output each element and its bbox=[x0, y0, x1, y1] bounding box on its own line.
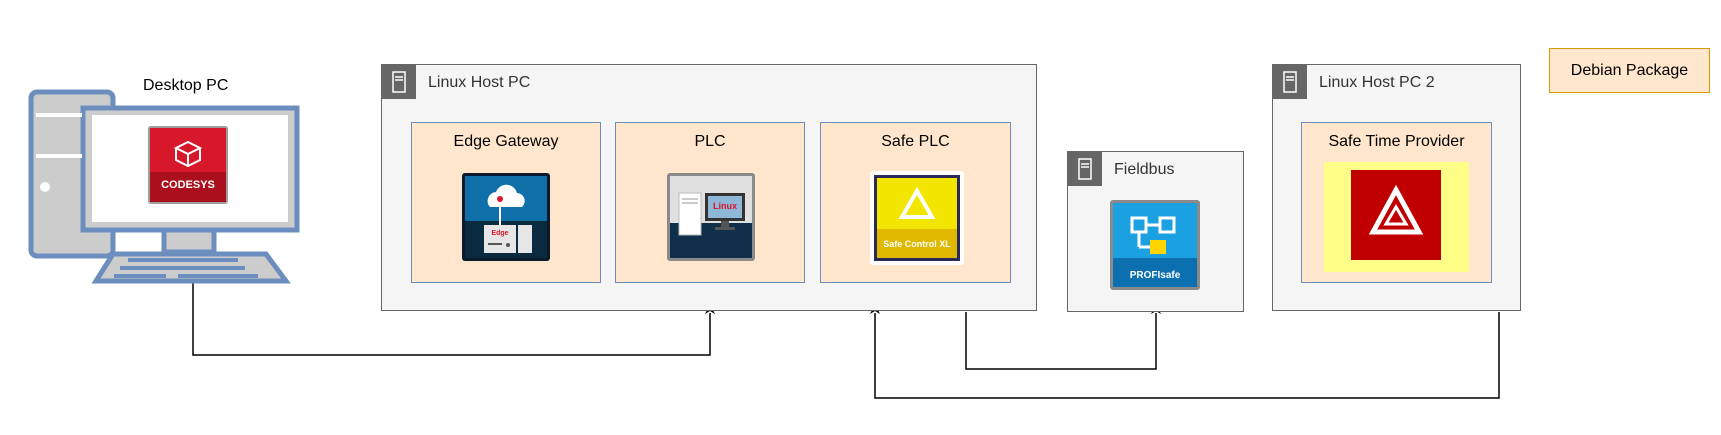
linux-host-pc-title: Linux Host PC bbox=[428, 74, 531, 91]
plc-logo-text: Linux bbox=[713, 201, 737, 211]
server-icon bbox=[1273, 65, 1307, 99]
safe-plc-title: Safe PLC bbox=[881, 133, 950, 150]
safe-time-provider-package: Safe Time Provider bbox=[1301, 122, 1492, 283]
debian-package-legend: Debian Package bbox=[1549, 48, 1710, 93]
server-icon bbox=[382, 65, 416, 99]
edge-gateway-title: Edge Gateway bbox=[453, 133, 559, 150]
safe-time-provider-title: Safe Time Provider bbox=[1328, 133, 1465, 150]
desktop-to-plc-connector bbox=[192, 283, 715, 356]
edge-logo-text: Edge bbox=[491, 230, 508, 237]
plc-package: PLC Linux bbox=[615, 122, 805, 283]
legend-label: Debian Package bbox=[1570, 61, 1689, 79]
profisafe-logo-text: PROFIsafe bbox=[1130, 270, 1181, 281]
plc-linux-logo-icon: Linux bbox=[667, 173, 755, 261]
codesys-logo-text: CODESYS bbox=[161, 179, 215, 191]
safe-control-logo-text: Safe Control XL bbox=[883, 239, 951, 249]
profisafe-logo-icon: PROFIsafe bbox=[1110, 200, 1200, 290]
safeplc-to-fieldbus-connector bbox=[965, 304, 1161, 370]
linux-host-pc-2-title: Linux Host PC 2 bbox=[1319, 74, 1435, 91]
safe-control-logo-icon: Safe Control XL bbox=[870, 171, 964, 265]
edge-gateway-package: Edge Gateway Edge bbox=[411, 122, 601, 283]
safe-time-logo-icon bbox=[1324, 162, 1469, 272]
host2-to-safeplc-connector bbox=[870, 304, 1500, 399]
edge-gateway-logo-icon: Edge bbox=[462, 173, 550, 261]
desktop-pc-title: Desktop PC bbox=[143, 77, 229, 94]
fieldbus-title: Fieldbus bbox=[1114, 161, 1175, 178]
plc-title: PLC bbox=[694, 133, 726, 150]
fieldbus-container: Fieldbus PROFIsafe bbox=[1067, 151, 1244, 312]
codesys-logo-icon: CODESYS bbox=[148, 126, 228, 204]
safe-plc-package: Safe PLC Safe Control XL bbox=[820, 122, 1011, 283]
server-icon bbox=[1068, 152, 1102, 186]
